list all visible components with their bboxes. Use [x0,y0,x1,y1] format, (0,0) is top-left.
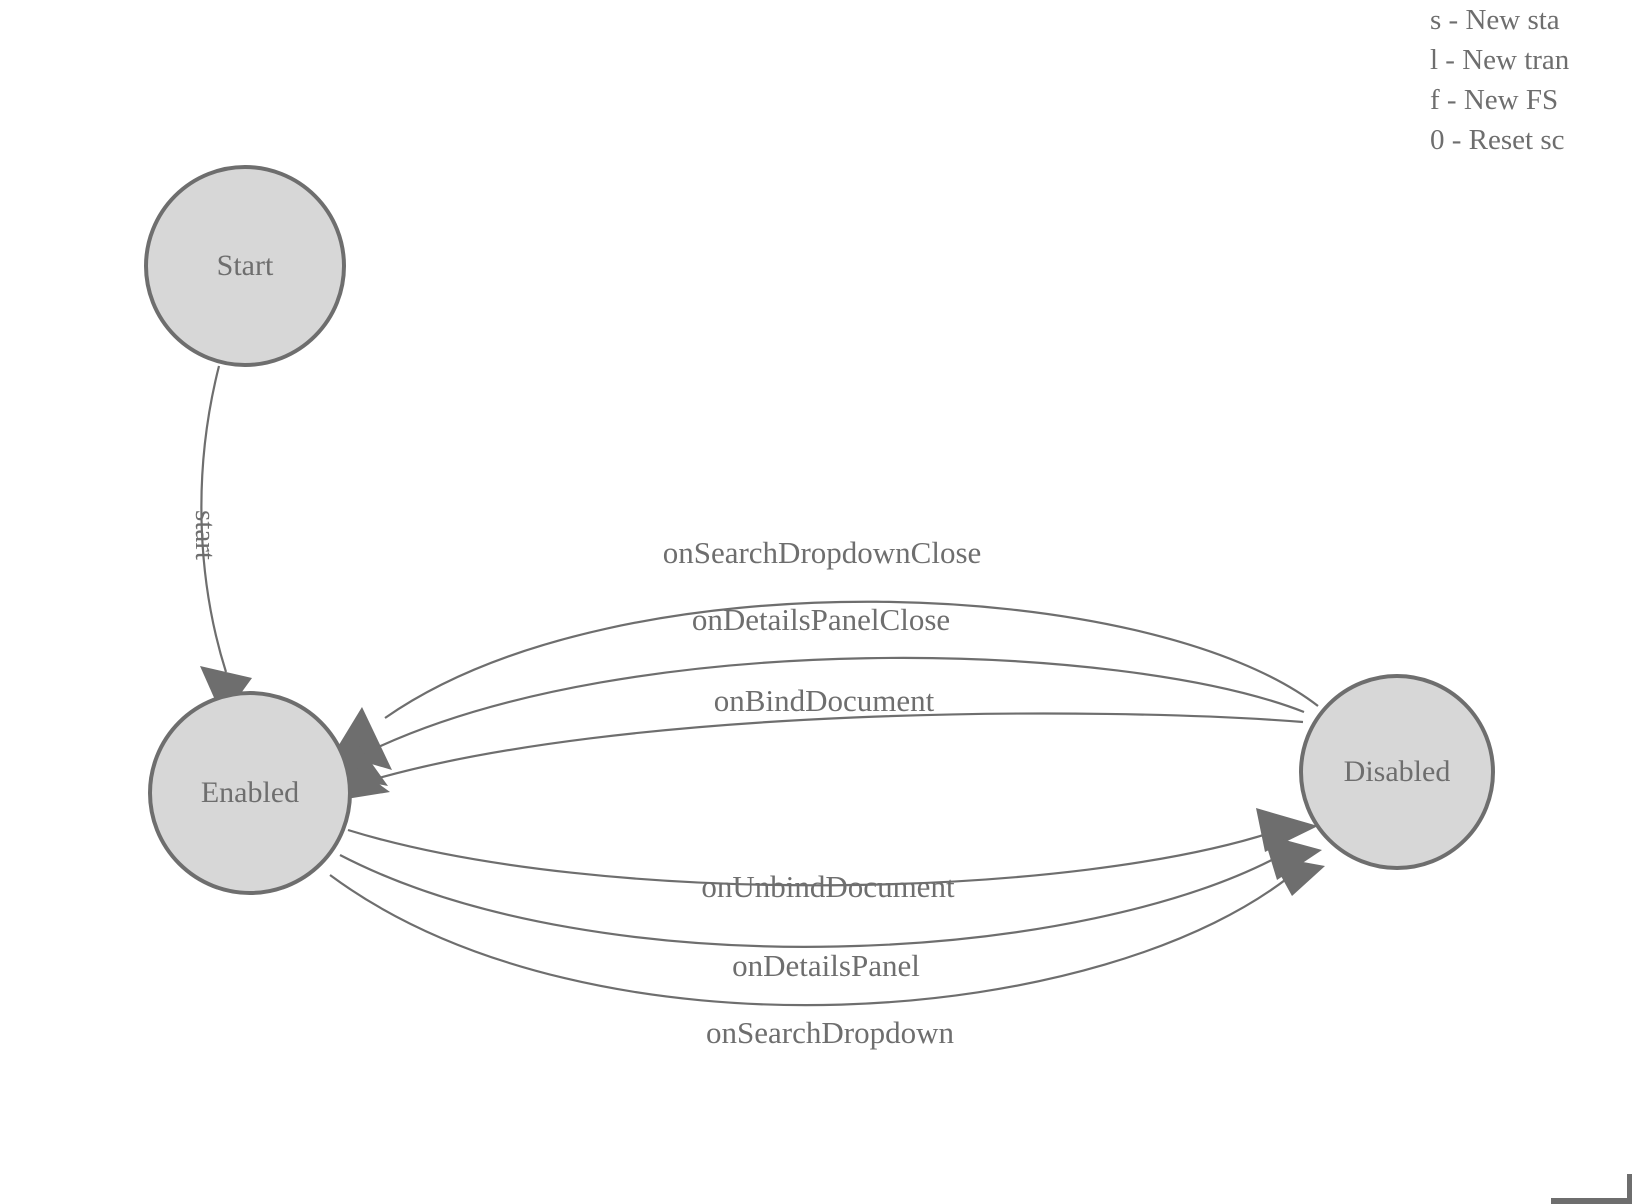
arrow-head-on-search-dropdown [1270,856,1325,896]
arrow-head-start [200,666,252,718]
state-label-start: Start [217,249,274,282]
vertical-scrollbar-thumb[interactable] [1627,1174,1632,1204]
edge-label-on-unbind-document: onUnbindDocument [701,869,955,904]
edge-on-details-panel[interactable] [339,848,1293,948]
edge-label-on-search-dropdown-close: onSearchDropdownClose [663,535,982,570]
arrowheads-into-disabled [1256,808,1325,896]
state-circle-start[interactable] [144,165,346,367]
edge-on-unbind-document[interactable] [347,826,1286,887]
edge-group-enabled-to-disabled [329,826,1301,1007]
state-node-start[interactable]: Start [144,165,346,367]
legend-line-new-state: s - New sta [1430,4,1560,36]
edge-label-on-search-dropdown: onSearchDropdown [706,1015,954,1050]
edge-start[interactable] [200,365,228,673]
edge-group-disabled-to-enabled [364,600,1319,784]
state-label-disabled: Disabled [1344,755,1451,788]
edge-label-on-details-panel-close: onDetailsPanelClose [692,602,950,637]
scrollbar-corner[interactable] [1520,1160,1632,1204]
edge-on-search-dropdown[interactable] [329,867,1301,1007]
state-node-disabled[interactable]: Disabled [1299,674,1495,870]
edge-on-search-dropdown-close[interactable] [384,600,1319,719]
legend-line-new-fsm: f - New FS [1430,84,1559,116]
legend-line-new-transition: l - New tran [1430,44,1570,76]
keyboard-shortcuts-legend: s - New sta l - New tran f - New FS 0 - … [1430,0,1632,160]
legend-line-reset: 0 - Reset sc [1430,124,1565,156]
edge-label-on-bind-document: onBindDocument [714,683,935,718]
state-node-enabled[interactable]: Enabled [148,691,352,895]
state-circle-disabled[interactable] [1299,674,1495,870]
edge-on-details-panel-close[interactable] [371,656,1305,751]
horizontal-scrollbar-thumb[interactable] [1551,1198,1627,1204]
state-circle-enabled[interactable] [148,691,352,895]
edge-label-on-details-panel: onDetailsPanel [732,948,920,983]
state-label-enabled: Enabled [201,776,299,809]
edge-label-start: start [189,510,221,560]
edge-on-bind-document[interactable] [364,712,1304,784]
arrow-head-on-bind-document [340,760,390,800]
